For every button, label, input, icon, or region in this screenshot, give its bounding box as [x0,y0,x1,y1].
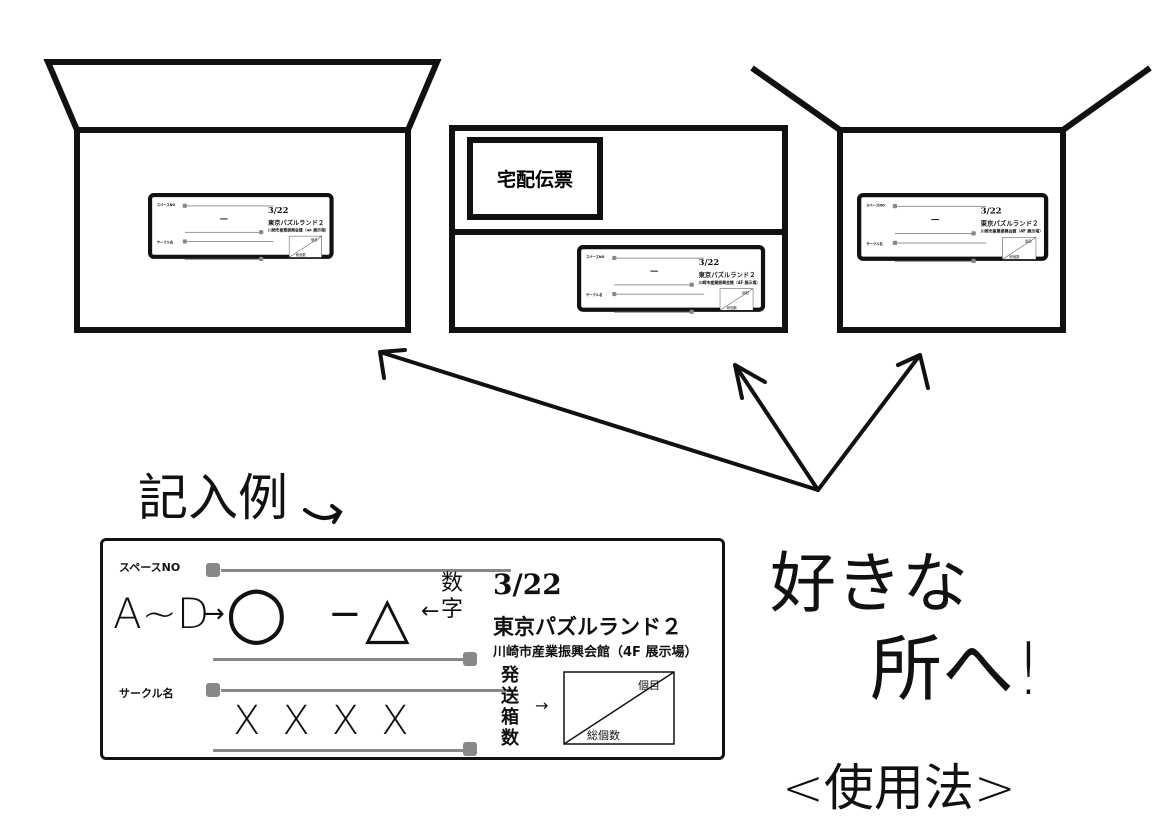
puzzle-icon [689,282,694,287]
box-total-label: 総個数 [726,305,737,310]
event-venue: 川崎市産業振興会館（4F 展示場） [698,280,761,286]
box-open-flap [74,127,411,333]
box-note: 発送箱数 [501,665,519,749]
box-count-field [563,671,675,745]
box-label-2: スペースNO − サークル名 3/22 東京パズルランド２ 川崎市産業振興会館（… [577,245,766,314]
puzzle-icon [182,239,187,244]
space-no-label: スペースNO [156,203,176,207]
space-prefix: A~D [113,589,210,638]
space-no-label: スペースNO [866,203,885,208]
puzzle-icon [206,563,220,577]
puzzle-icon [612,255,617,261]
event-date: 3/22 [698,257,720,268]
puzzle-icon [971,258,976,264]
circle-name-label: サークル名 [156,240,174,245]
event-venue: 川崎市産業振興会館（4F 展示場） [980,229,1044,234]
puzzle-icon [463,652,477,666]
box-total-label: 総個数 [587,729,620,742]
circle-name-value: XXXX [233,698,431,744]
puzzle-icon [612,291,617,297]
circle-name-label: サークル名 [119,687,174,700]
puzzle-icon [206,683,220,697]
example-heading: 記入例 [138,469,288,527]
event-date: 3/22 [267,205,289,215]
dash: − [218,212,229,226]
puzzle-icon [892,240,898,246]
event-date: 3/22 [493,568,562,601]
event-date: 3/22 [980,205,1002,216]
circle-mark: ○ [225,569,288,653]
puzzle-icon [689,309,694,314]
dash: − [930,212,941,227]
delivery-slip: 宅配伝票 [467,137,603,220]
puzzle-icon [259,230,264,235]
box-label-3: スペースNO − サークル名 3/22 東京パズルランド２ 川崎市産業振興会館（… [857,193,1049,264]
box-count-field [1002,237,1037,260]
box-lid [43,59,442,132]
event-name: 東京パズルランド２ [493,615,682,639]
box-total-label: 総個数 [1009,254,1020,259]
box-total-label: 総個数 [295,252,306,257]
event-venue: 川崎市産業振興会館（4F 展示場） [267,228,329,233]
puzzle-icon [182,203,187,208]
circle-name-label: サークル名 [586,293,603,298]
caption-usage: <使用法> [782,759,1016,817]
triangle-mark: △ [365,583,410,651]
box-open-top [837,127,1066,333]
box-index-label: 個目 [1024,239,1032,244]
space-no-label: スペースNO [119,561,181,574]
box-index-label: 個目 [638,679,660,692]
space-no-label: スペースNO [586,255,605,260]
arrow-middle [733,363,820,492]
number-note: 数字 [441,571,464,622]
event-name: 東京パズルランド２ [980,219,1039,228]
circle-name-label: サークル名 [866,241,883,246]
caption-place: 所へ! [870,627,1043,711]
dash: − [648,264,660,279]
arrow-right [816,353,930,492]
puzzle-icon [892,204,898,209]
event-name: 東京パズルランド２ [267,219,325,227]
arrows [303,348,930,524]
caption-free: 好きな [770,545,968,622]
box-index-label: 個目 [742,290,749,295]
puzzle-icon [463,742,477,756]
puzzle-icon [259,256,264,262]
box-count-field [719,288,754,311]
box-count-field [288,235,322,258]
box-label-1: スペースNO − サークル名 3/22 東京パズルランド２ 川崎市産業振興会館（… [148,193,334,262]
box-index-label: 個目 [311,238,318,243]
arrow-left [378,348,820,492]
dash: − [328,591,362,637]
event-venue: 川崎市産業振興会館（4F 展示場） [493,645,698,660]
example-label: スペースNO − サークル名 3/22 東京パズルランド２ 川崎市産業振興会館（… [100,538,725,760]
heading-arrow [303,504,343,524]
puzzle-icon [971,231,976,236]
event-name: 東京パズルランド２ [698,271,756,279]
